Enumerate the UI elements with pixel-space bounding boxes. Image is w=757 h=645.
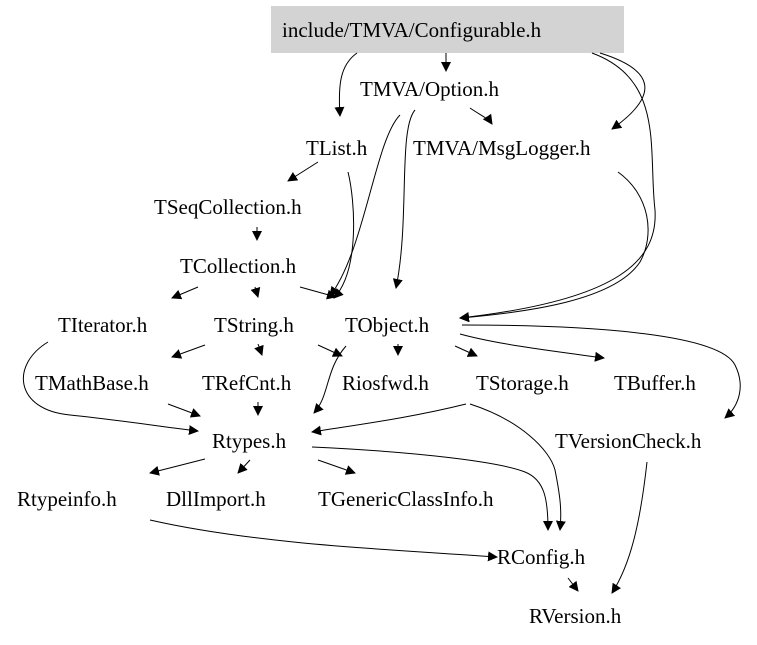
- node-tstring-h[interactable]: TString.h: [214, 313, 294, 337]
- edge-rconfig-rversion: [567, 577, 579, 592]
- node-riosfwd-h[interactable]: Riosfwd.h: [342, 371, 429, 395]
- edge-tmathbase-rtypes: [167, 403, 201, 418]
- node-titerator-h[interactable]: TIterator.h: [58, 313, 148, 337]
- edge-tstring-trefcnt: [254, 343, 264, 356]
- edge-option-msglogger: [469, 107, 493, 125]
- edge-option-tobject: [392, 109, 416, 289]
- node-rversion-h[interactable]: RVersion.h: [529, 604, 622, 628]
- edge-tversioncheck-rversion: [611, 461, 648, 594]
- edge-rtypes-rconfig: [311, 446, 553, 531]
- node-configurable-h[interactable]: include/TMVA/Configurable.h: [282, 18, 542, 42]
- edge-tlist-tstring: [333, 171, 355, 299]
- edge-tobject-tstorage: [454, 345, 478, 357]
- edge-tcollection-titerator: [171, 286, 199, 300]
- edge-tcollection-tstring: [250, 286, 261, 298]
- edge-tstring-tmathbase: [171, 344, 206, 359]
- edge-tobject-rtypes: [313, 345, 347, 414]
- edge-rtypeinfo-rconfig: [149, 519, 498, 562]
- edge-tstorage-rtypes: [311, 403, 467, 436]
- node-tstorage-h[interactable]: TStorage.h: [476, 371, 569, 395]
- edge-tstring-riosfwd: [317, 344, 343, 357]
- node-tseqcollection-h[interactable]: TSeqCollection.h: [154, 195, 302, 219]
- node-dllimport-h[interactable]: DllImport.h: [166, 487, 266, 511]
- edge-option-tstring: [329, 114, 401, 297]
- node-tgenericclassinfo-h[interactable]: TGenericClassInfo.h: [318, 487, 494, 511]
- node-tmathbase-h[interactable]: TMathBase.h: [35, 371, 149, 395]
- edge-titerator-rtypes: [23, 341, 199, 436]
- edge-configurable-tobject: [459, 52, 656, 322]
- node-tmva-msglogger-h[interactable]: TMVA/MsgLogger.h: [413, 136, 591, 160]
- node-tobject-h[interactable]: TObject.h: [345, 313, 430, 337]
- node-tcollection-h[interactable]: TCollection.h: [180, 254, 297, 278]
- node-tbuffer-h[interactable]: TBuffer.h: [614, 371, 696, 395]
- node-trefcnt-h[interactable]: TRefCnt.h: [202, 371, 292, 395]
- root-node-box[interactable]: [271, 6, 624, 53]
- edge-msglogger-tobject: [459, 171, 649, 323]
- edge-tstorage-rconfig: [469, 403, 566, 531]
- node-rtypes-h[interactable]: Rtypes.h: [212, 429, 287, 453]
- edge-configurable-msglogger: [599, 52, 646, 130]
- node-tlist-h[interactable]: TList.h: [306, 136, 368, 160]
- edge-tobject-tbuffer: [459, 333, 605, 362]
- node-tmva-option-h[interactable]: TMVA/Option.h: [360, 77, 500, 101]
- edge-rtypes-dllimport: [237, 459, 251, 474]
- node-rconfig-h[interactable]: RConfig.h: [497, 545, 586, 569]
- edge-tobject-tversioncheck: [461, 324, 741, 419]
- edge-tlist-tseqcollection: [287, 161, 319, 182]
- edge-rtypes-rtypeinfo: [149, 458, 206, 476]
- edge-rtypes-tgenericclassinfo: [317, 459, 356, 475]
- edge-configurable-tlist: [334, 52, 358, 117]
- edge-tcollection-tobject: [299, 286, 337, 300]
- node-rtypeinfo-h[interactable]: Rtypeinfo.h: [17, 487, 117, 511]
- node-tversioncheck-h[interactable]: TVersionCheck.h: [555, 429, 702, 453]
